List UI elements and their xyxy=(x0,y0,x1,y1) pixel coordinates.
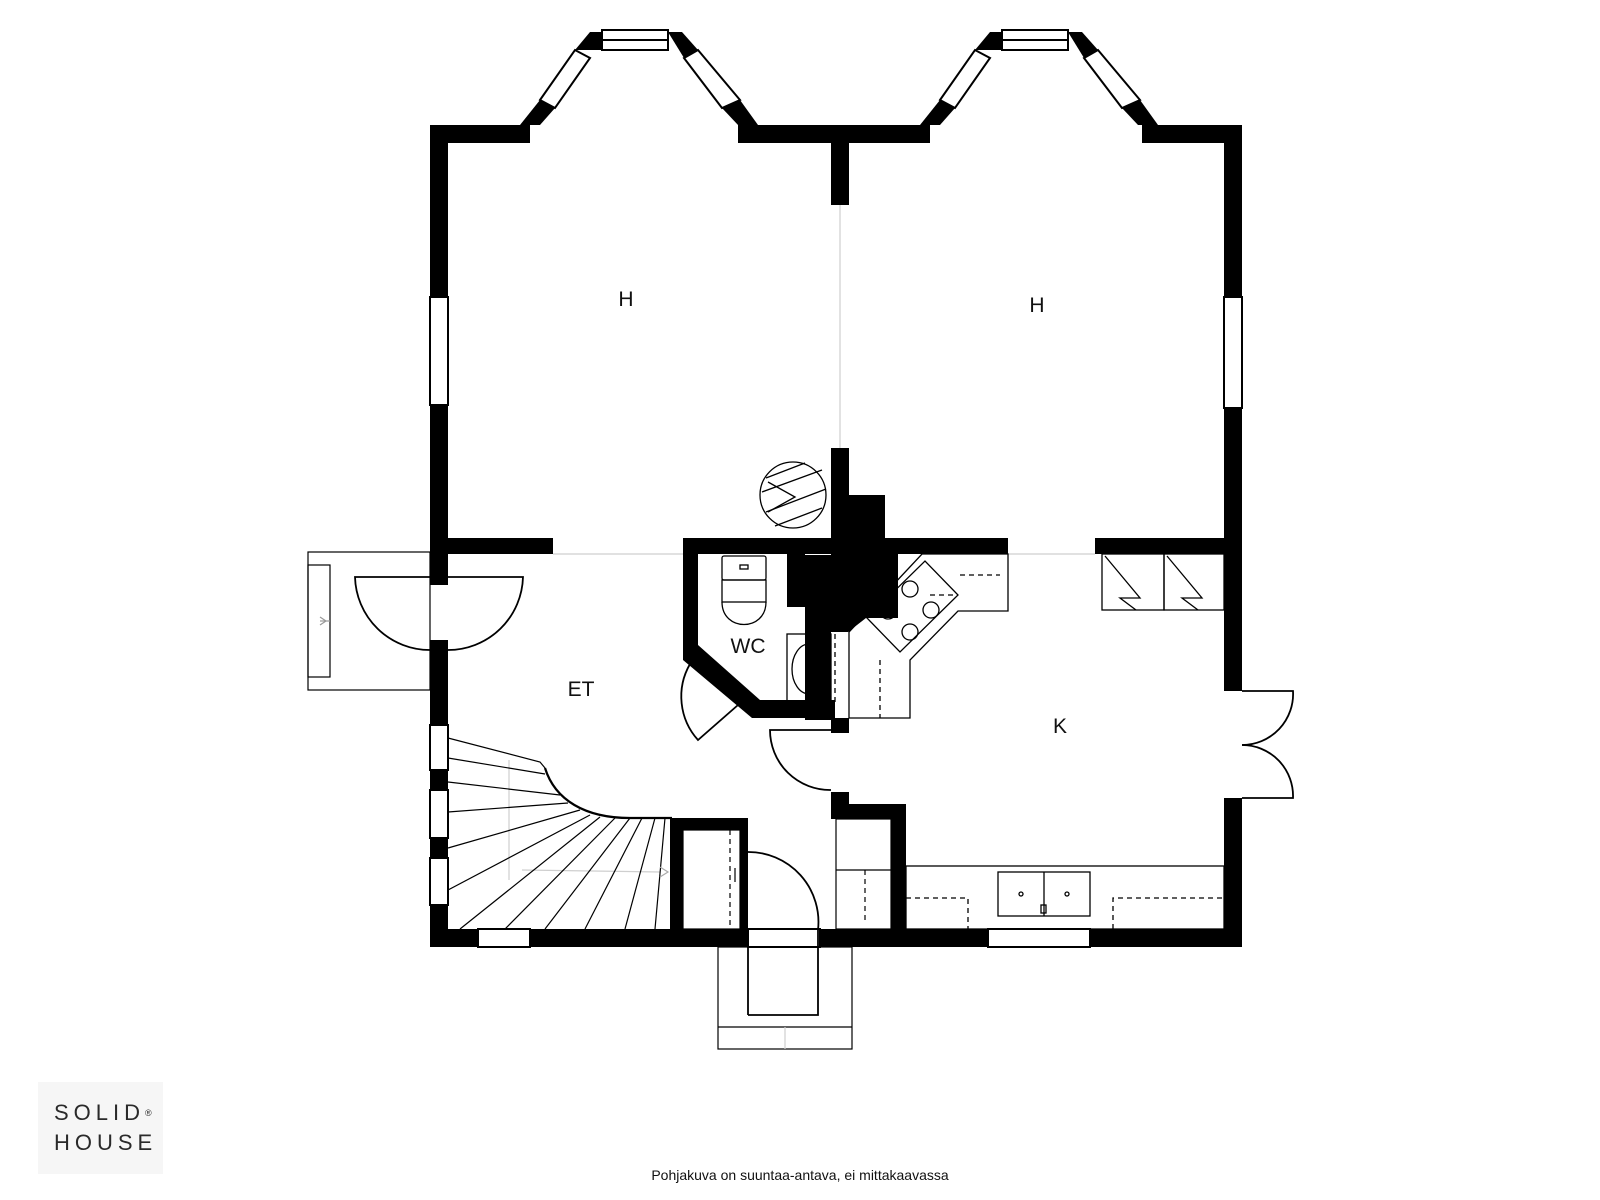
logo-word-solid: SOLID xyxy=(54,1100,146,1125)
closets xyxy=(682,818,892,930)
room-labels: H H ET WC K xyxy=(568,288,1067,738)
room-label-hall: ET xyxy=(568,678,595,701)
fireplace-hatch xyxy=(759,461,827,529)
thin-lines xyxy=(508,205,1095,880)
logo-line-1: SOLID® xyxy=(38,1098,163,1128)
room-label-bedroom-right: H xyxy=(1029,294,1044,317)
registered-mark: ® xyxy=(145,1108,152,1118)
toilet-fixture xyxy=(721,555,767,625)
logo-line-2: HOUSE xyxy=(54,1130,158,1155)
exterior xyxy=(307,551,853,1050)
company-logo: SOLID® HOUSE xyxy=(38,1082,163,1174)
walls xyxy=(430,32,1242,947)
room-label-toilet: WC xyxy=(731,635,766,658)
wc-sink xyxy=(786,633,836,705)
kitchen-counters xyxy=(848,553,1225,930)
doors xyxy=(354,576,1294,1016)
room-label-kitchen: K xyxy=(1053,715,1067,738)
room-label-bedroom-left: H xyxy=(618,288,633,311)
stairs xyxy=(447,737,672,930)
plan-disclaimer: Pohjakuva on suuntaa-antava, ei mittakaa… xyxy=(651,1167,949,1183)
windows xyxy=(429,29,1243,948)
